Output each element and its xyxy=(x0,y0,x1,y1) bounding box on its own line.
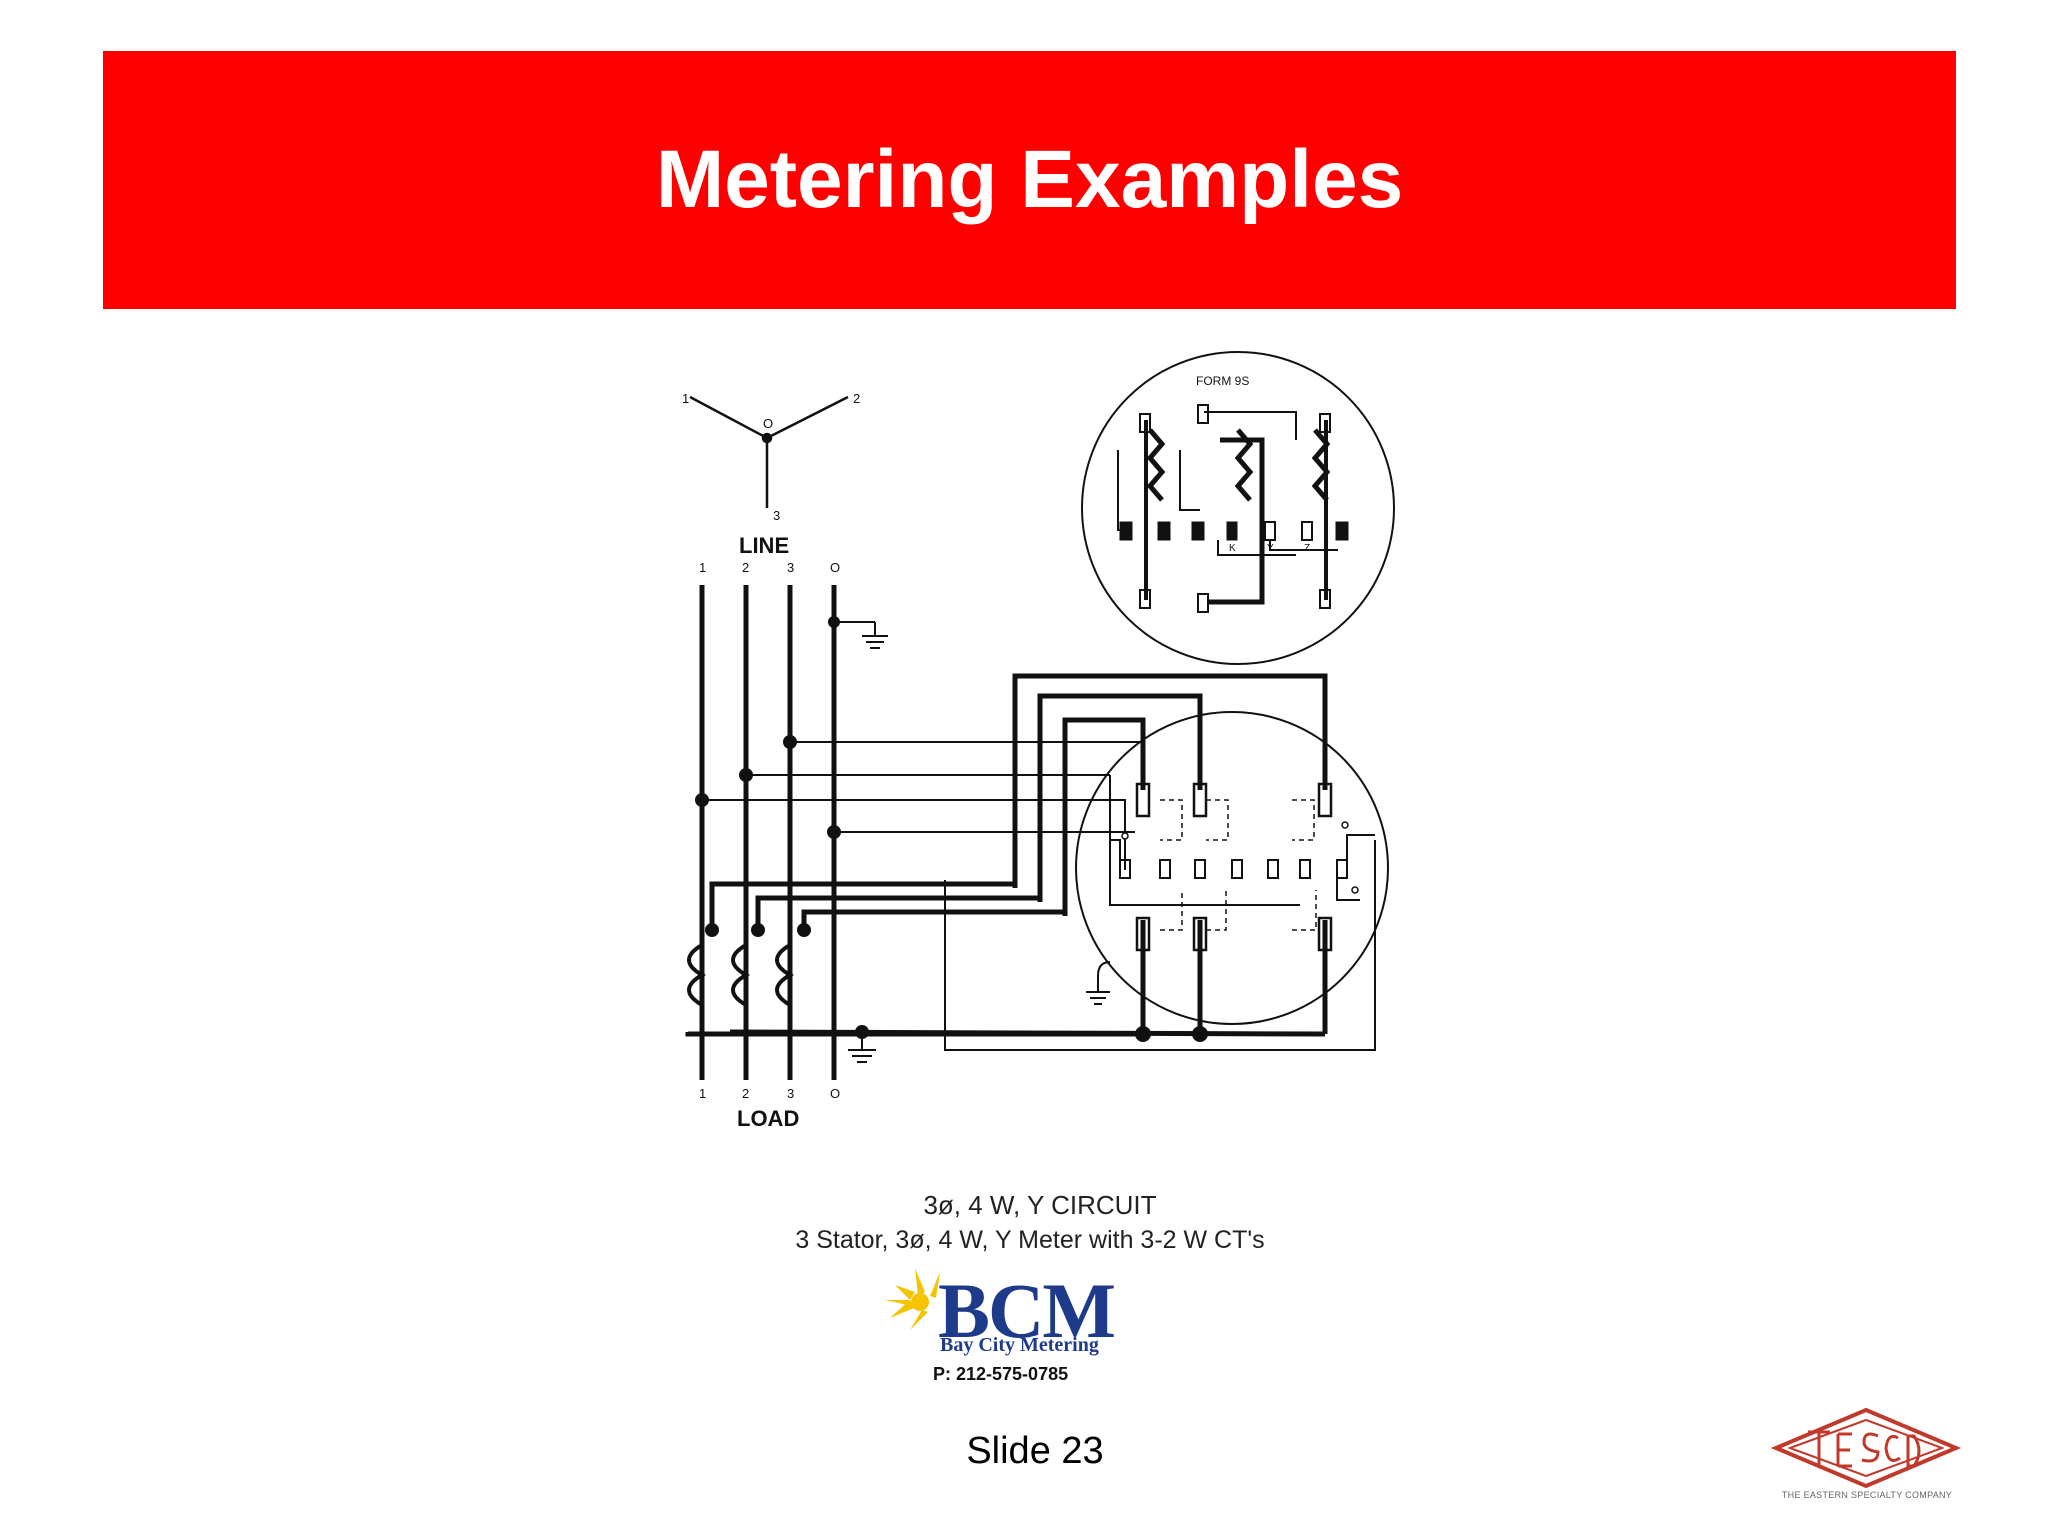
conductor-top-3: 3 xyxy=(787,560,794,575)
wye-label-3: 3 xyxy=(773,508,780,523)
bcm-phone: P: 212-575-0785 xyxy=(933,1364,1069,1384)
return-wire xyxy=(944,840,1376,1051)
conductor-bottom-3: 3 xyxy=(787,1086,794,1101)
ground-symbol-meter xyxy=(1086,961,1111,1005)
bcm-logo-text: BCM xyxy=(938,1267,1116,1354)
ground-symbol-bottom xyxy=(834,1025,876,1063)
title-banner: Metering Examples xyxy=(103,51,1956,309)
tesco-logo-icon xyxy=(1770,1407,1962,1489)
conductor-bottom-neutral: O xyxy=(830,1086,840,1101)
wye-label-2: 2 xyxy=(853,391,860,406)
conductor-top-2: 2 xyxy=(742,560,749,575)
bcm-sun-icon xyxy=(885,1268,940,1330)
slide-title: Metering Examples xyxy=(655,134,1404,225)
meter-socket xyxy=(1075,711,1389,1025)
load-label: LOAD xyxy=(737,1106,799,1131)
bcm-subtitle: Bay City Metering xyxy=(940,1334,1099,1356)
conductor-top-1: 1 xyxy=(699,560,706,575)
inset-title: FORM 9S xyxy=(1196,374,1249,388)
voltage-tap-wires xyxy=(695,735,1140,839)
caption-meter: 3 Stator, 3ø, 4 W, Y Meter with 3-2 W CT… xyxy=(795,1226,1265,1254)
wye-label-neutral: O xyxy=(763,416,773,431)
inset-label-y: Y xyxy=(1267,543,1274,554)
line-label: LINE xyxy=(739,533,789,558)
current-transformers xyxy=(687,923,1208,1042)
wye-symbol xyxy=(689,395,849,508)
main-conductors xyxy=(699,585,837,1080)
conductor-bottom-2: 2 xyxy=(742,1086,749,1101)
inset-label-k: K xyxy=(1229,543,1236,554)
caption-circuit: 3ø, 4 W, Y CIRCUIT xyxy=(923,1190,1157,1220)
conductor-top-neutral: O xyxy=(830,560,840,575)
form-9s-inset xyxy=(1081,351,1395,665)
wye-label-1: 1 xyxy=(682,391,689,406)
inset-label-z: Z xyxy=(1304,543,1310,554)
conductor-bottom-1: 1 xyxy=(699,1086,706,1101)
slide-number: Slide 23 xyxy=(966,1430,1104,1472)
ground-symbol-top xyxy=(828,616,888,649)
tesco-caption: THE EASTERN SPECIALTY COMPANY xyxy=(1781,1490,1953,1500)
